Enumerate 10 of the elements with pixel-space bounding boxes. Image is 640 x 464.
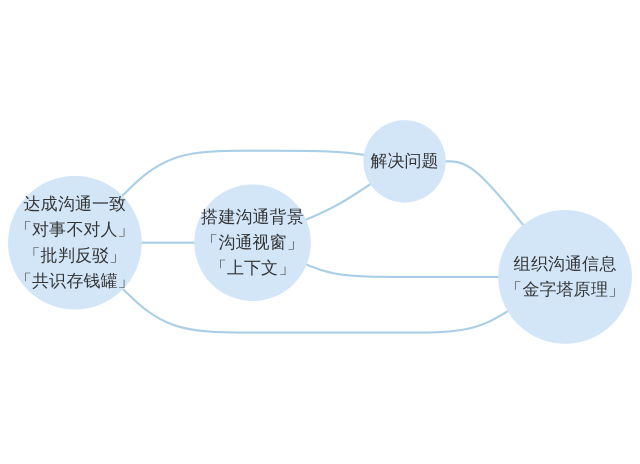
node-circle: 搭建沟通背景 「沟通视窗」 「上下文」: [194, 184, 311, 302]
connector: [305, 183, 372, 221]
node-circle: 解决问题: [363, 120, 446, 203]
connector: [122, 288, 509, 334]
connector: [306, 263, 499, 278]
connector: [445, 160, 524, 226]
node-circle: 组织沟通信息 「金字塔原理」: [498, 210, 632, 344]
connector: [141, 242, 195, 244]
node-circle: 达成沟通一致 「对事不对人」 「批判反驳」 「共识存钱罐」: [8, 176, 142, 310]
connector: [121, 150, 365, 197]
